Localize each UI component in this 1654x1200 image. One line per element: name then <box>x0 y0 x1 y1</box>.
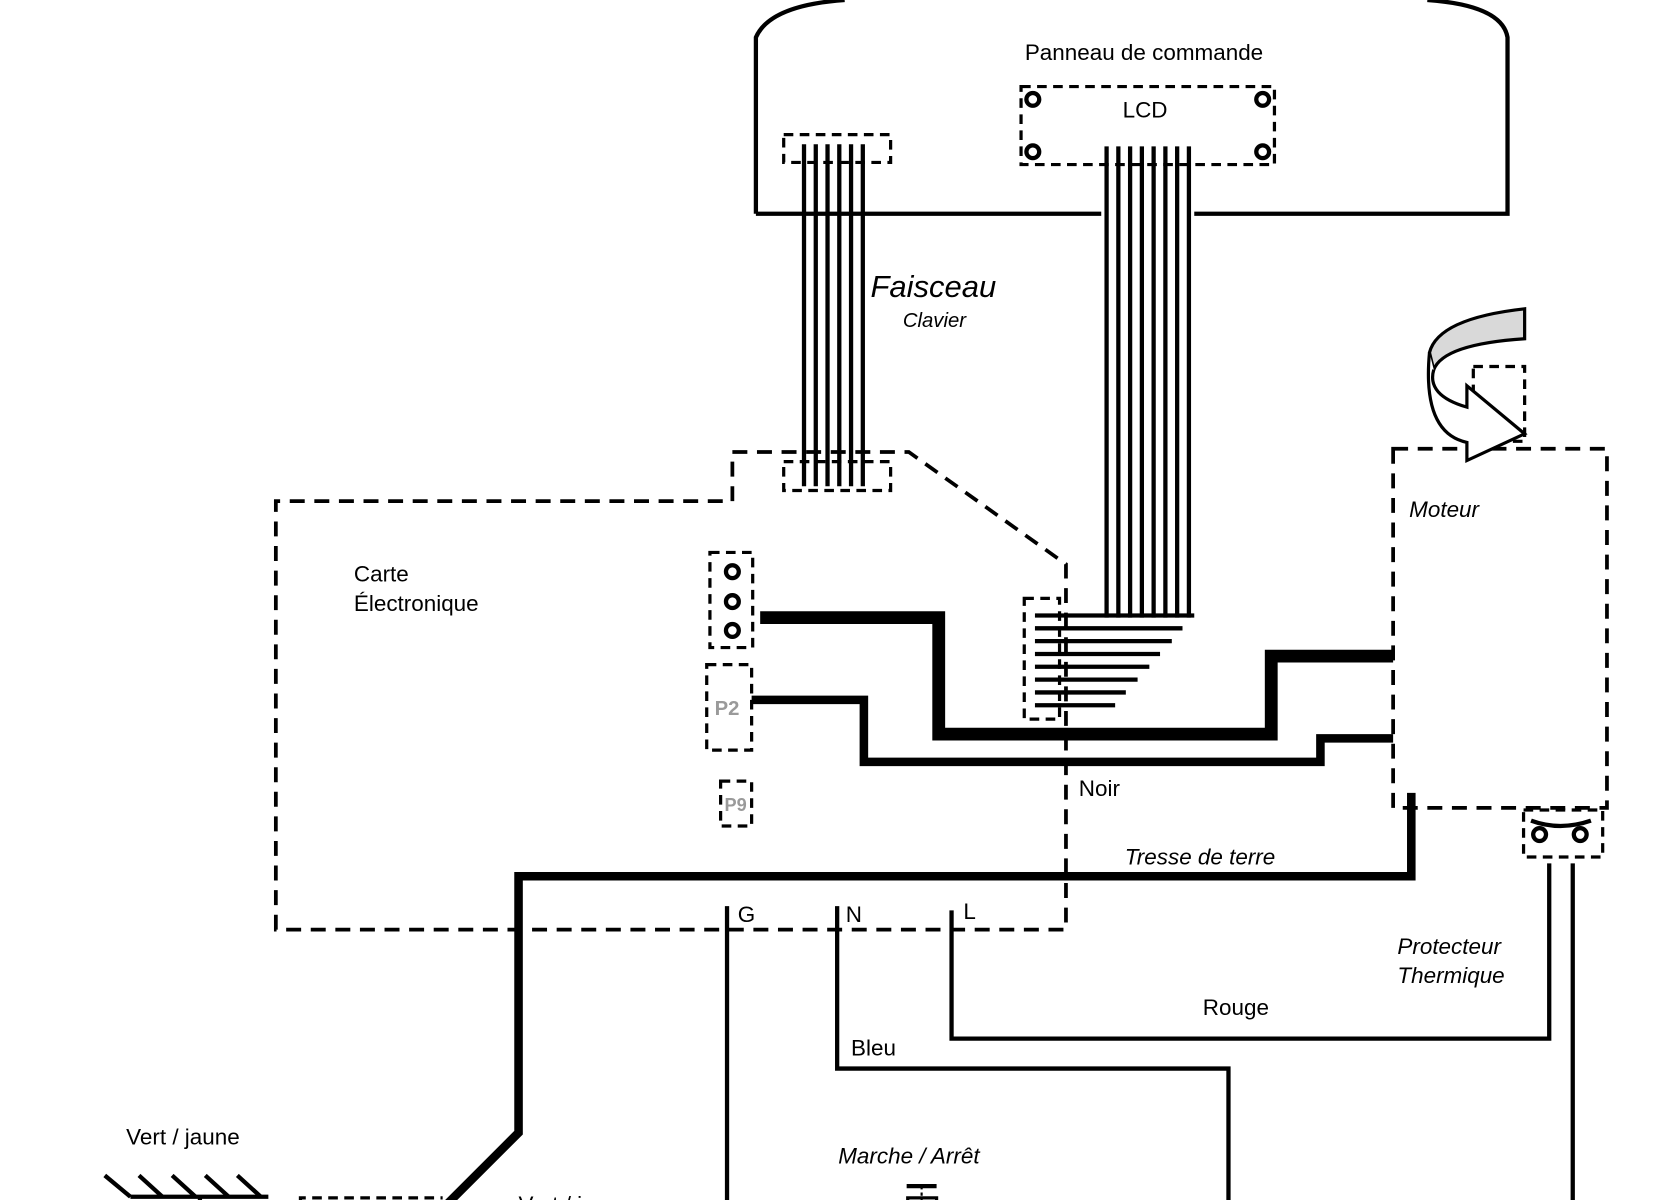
motor-wire-1 <box>760 611 1394 741</box>
lcd-screw-icon <box>1024 90 1042 108</box>
on-off-label: Marche / Arrêt <box>838 1144 981 1169</box>
lcd-screw-icon <box>1254 90 1272 108</box>
ground-symbol: Vert / jaune Vert / jaune <box>103 1124 633 1200</box>
control-panel: Panneau de commande LCD <box>753 0 1510 216</box>
connector-p2 <box>705 663 754 752</box>
harness-subtitle: Clavier <box>903 310 967 332</box>
thermal-label-line2: Thermique <box>1397 963 1504 988</box>
lcd-ribbon <box>1022 146 1195 721</box>
thermal-protector: Protecteur Thermique <box>1397 808 1605 988</box>
harness-title: Faisceau <box>870 269 996 304</box>
board-label-line2: Électronique <box>354 591 479 616</box>
motor-wire-2 <box>751 695 1394 767</box>
on-off-switch: Marche / Arrêt <box>838 1144 981 1200</box>
control-panel-outline <box>753 0 1510 216</box>
lcd-screw-icon <box>1254 143 1272 161</box>
red-wire <box>949 863 1552 1041</box>
keyboard-connector-bottom <box>782 460 893 493</box>
motor-outline <box>1391 446 1609 810</box>
three-pin-connector <box>708 550 755 650</box>
pin-icon <box>723 593 741 611</box>
terminal-n-label: N <box>846 902 862 927</box>
black-wire-label: Noir <box>1079 776 1121 801</box>
earth-braid-wire <box>445 792 1416 1200</box>
rotation-arrow-icon <box>1427 307 1527 376</box>
blue-wire-label: Bleu <box>851 1036 896 1061</box>
earth-braid-label: Tresse de terre <box>1125 844 1276 869</box>
pin-icon <box>723 563 741 581</box>
pin-icon <box>723 621 741 640</box>
green-yellow-label-2: Vert / jaune <box>519 1192 633 1200</box>
lcd-outline <box>1019 84 1277 167</box>
plug-outline <box>298 1196 443 1200</box>
connector-p2-label: P2 <box>715 698 740 720</box>
motor-label: Moteur <box>1409 497 1480 522</box>
contact-icon <box>1571 826 1589 844</box>
board-label-line1: Carte <box>354 561 409 586</box>
green-yellow-label-1: Vert / jaune <box>126 1124 240 1149</box>
lcd-module: LCD <box>1019 84 1277 167</box>
board-outline <box>273 450 1068 932</box>
lcd-label: LCD <box>1123 98 1168 123</box>
control-panel-label: Panneau de commande <box>1025 40 1263 65</box>
red-wire-label: Rouge <box>1203 995 1269 1020</box>
keyboard-connector-top <box>782 133 893 165</box>
lcd-screw-icon <box>1024 143 1042 161</box>
lcd-ribbon-connector <box>1022 596 1062 721</box>
connector-p9 <box>719 779 754 828</box>
keyboard-harness: Faisceau Clavier <box>782 144 996 493</box>
terminal-g-label: G <box>738 902 755 927</box>
electronic-board: Carte Électronique P2 P9 G N L <box>273 450 1068 932</box>
switch-blade-icon <box>1530 818 1592 829</box>
contact-icon <box>1531 826 1549 844</box>
motor: Moteur <box>1391 307 1609 810</box>
blue-wire <box>835 906 1231 1200</box>
thermal-protector-outline <box>1521 808 1605 859</box>
thermal-label-line1: Protecteur <box>1397 934 1502 959</box>
ground-icon <box>103 1173 269 1200</box>
terminal-l-label: L <box>963 899 975 924</box>
connector-p9-label: P9 <box>724 795 746 815</box>
rotation-arrow-head <box>1426 352 1528 464</box>
